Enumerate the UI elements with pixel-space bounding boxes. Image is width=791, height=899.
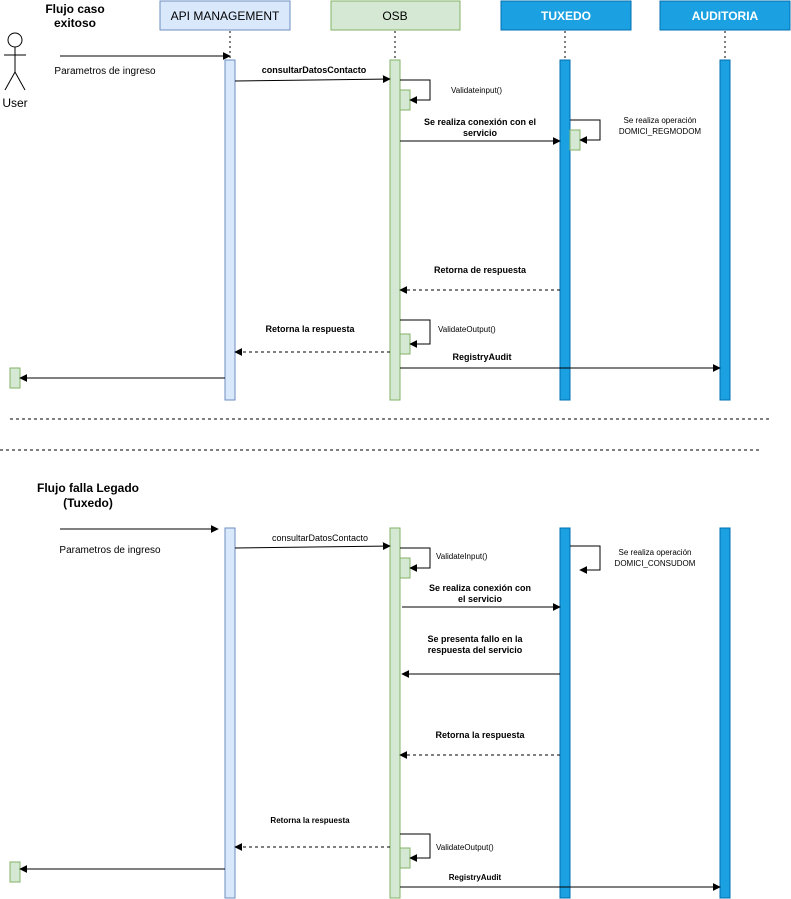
activation-tuxedo-1 [559, 59, 571, 401]
label-call-1: consultarDatosContacto [262, 65, 367, 75]
arrow-validate-output-2 [400, 833, 431, 862]
label-return-api-1: Retorna la respuesta [265, 324, 355, 334]
label-operation-2-line1: Se realiza operación [619, 548, 692, 557]
actor-label: User [2, 96, 27, 110]
label-return-tuxedo-1: Retorna de respuesta [434, 265, 527, 275]
label-input-2: Parametros de ingreso [59, 545, 161, 556]
activation-api-1 [224, 59, 236, 401]
activation-user-2 [9, 861, 21, 883]
label-connect-1-line1: Se realiza conexión con el [424, 117, 536, 127]
participant-tuxedo[interactable]: TUXEDO [500, 0, 632, 31]
title-success-line2: exitoso [54, 16, 96, 30]
label-input-1: Parametros de ingreso [54, 66, 156, 77]
user-actor-icon [4, 32, 26, 91]
activation-tuxedo-2 [559, 527, 571, 899]
label-validate-output-1: ValidateOutput() [438, 325, 496, 334]
arrow-operation-1 [570, 119, 601, 144]
label-validate-input-2: ValidateInput() [436, 552, 488, 561]
label-connect-1-line2: servicio [463, 128, 498, 138]
label-return-api-2: Retorna la respuesta [270, 816, 350, 825]
activation-validate-output-2 [399, 847, 411, 869]
title-success-line1: Flujo caso [45, 2, 104, 16]
participant-auditoria[interactable]: AUDITORIA [659, 0, 791, 31]
label-audit-2: RegistryAudit [449, 873, 502, 882]
arrow-validate-input-1 [400, 79, 431, 104]
participant-osb-label: OSB [382, 9, 407, 23]
label-operation-2-line2: DOMICI_CONSUDOM [615, 559, 696, 568]
title-failure-line1: Flujo falla Legado [37, 481, 139, 495]
activation-api-2 [224, 527, 236, 899]
arrow-operation-2 [570, 545, 601, 574]
arrow-call-2 [234, 542, 391, 551]
activation-osb-1 [389, 59, 401, 401]
label-operation-1-line1: Se realiza operación [624, 116, 697, 125]
label-return-tuxedo-2: Retorna la respuesta [435, 730, 525, 740]
participant-osb[interactable]: OSB [330, 0, 461, 31]
activation-auditoria-1 [719, 59, 731, 401]
arrow-validate-output-1 [400, 319, 431, 348]
activation-operation-1 [569, 129, 581, 151]
label-failure-2-line1: Se presenta fallo en la [427, 634, 523, 644]
participant-auditoria-label: AUDITORIA [692, 9, 759, 23]
arrow-call-1 [234, 75, 391, 84]
label-audit-1: RegistryAudit [452, 352, 511, 362]
title-failure-line2: (Tuxedo) [63, 496, 113, 510]
label-validate-output-2: ValidateOutput() [436, 843, 494, 852]
activation-auditoria-2 [719, 527, 731, 899]
participant-api-label: API MANAGEMENT [171, 9, 280, 23]
participant-api[interactable]: API MANAGEMENT [159, 0, 291, 31]
label-operation-1-line2: DOMICI_REGMODOM [619, 127, 702, 136]
lifeline-stubs [229, 31, 726, 60]
participant-tuxedo-label: TUXEDO [541, 9, 591, 23]
label-connect-2-line2: el servicio [458, 594, 503, 604]
label-validate-input-1: Validateinput() [451, 86, 502, 95]
label-connect-2-line1: Se realiza conexión con [429, 583, 531, 593]
activation-validate-input-1 [399, 89, 411, 111]
arrow-validate-input-2 [400, 547, 431, 572]
label-call-2: consultarDatosContacto [272, 533, 368, 543]
activation-validate-input-2 [399, 557, 411, 579]
activation-validate-output-1 [399, 333, 411, 355]
label-failure-2-line2: respuesta del servicio [428, 645, 523, 655]
activation-osb-2 [389, 527, 401, 899]
activation-user-1 [9, 367, 21, 389]
